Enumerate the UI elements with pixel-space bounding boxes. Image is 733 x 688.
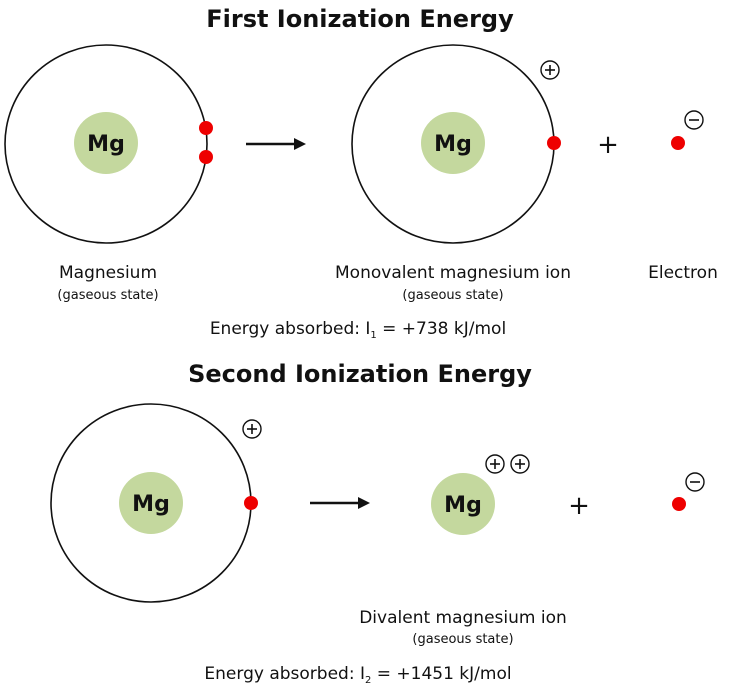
divalent-ion-state: (gaseous state) <box>412 632 513 647</box>
second-section-title: Second Ionization Energy <box>188 360 532 388</box>
magnesium-nucleus <box>74 112 138 174</box>
plus-sign: + <box>568 491 590 521</box>
first-section-title: First Ionization Energy <box>206 5 514 33</box>
monovalent-ion-nucleus <box>119 472 183 534</box>
magnesium-state: (gaseous state) <box>57 288 158 303</box>
nucleus-label: Mg <box>87 132 125 157</box>
negative-charge-icon <box>685 472 705 492</box>
electron-dot <box>547 136 561 150</box>
divalent-ion-label: Divalent magnesium ion <box>359 608 567 628</box>
nucleus-label: Mg <box>132 492 170 517</box>
free-electron-dot <box>671 136 685 150</box>
magnesium-label: Magnesium <box>59 263 157 283</box>
magnesium-orbit <box>4 44 208 244</box>
second-energy-absorbed: Energy absorbed: I2 = +1451 kJ/mol <box>204 664 511 686</box>
plus-sign: + <box>597 130 619 160</box>
positive-charge-icon <box>485 454 505 474</box>
positive-charge-icon <box>242 419 262 439</box>
nucleus-label: Mg <box>434 132 472 157</box>
electron-label: Electron <box>648 263 718 283</box>
reaction-arrow-icon <box>246 138 306 150</box>
positive-charge-icon <box>510 454 530 474</box>
free-electron-dot <box>672 497 686 511</box>
monovalent-ion-state: (gaseous state) <box>402 288 503 303</box>
electron-dot <box>199 150 213 164</box>
monovalent-ion-label: Monovalent magnesium ion <box>335 263 571 283</box>
monovalent-ion-nucleus <box>421 112 485 174</box>
electron-dot <box>244 496 258 510</box>
negative-charge-icon <box>684 110 704 130</box>
reaction-arrow-icon <box>310 497 370 509</box>
nucleus-label: Mg <box>444 493 482 518</box>
electron-dot <box>199 121 213 135</box>
positive-charge-icon <box>540 60 560 80</box>
first-energy-absorbed: Energy absorbed: I1 = +738 kJ/mol <box>210 319 506 341</box>
divalent-ion-nucleus <box>431 473 495 535</box>
